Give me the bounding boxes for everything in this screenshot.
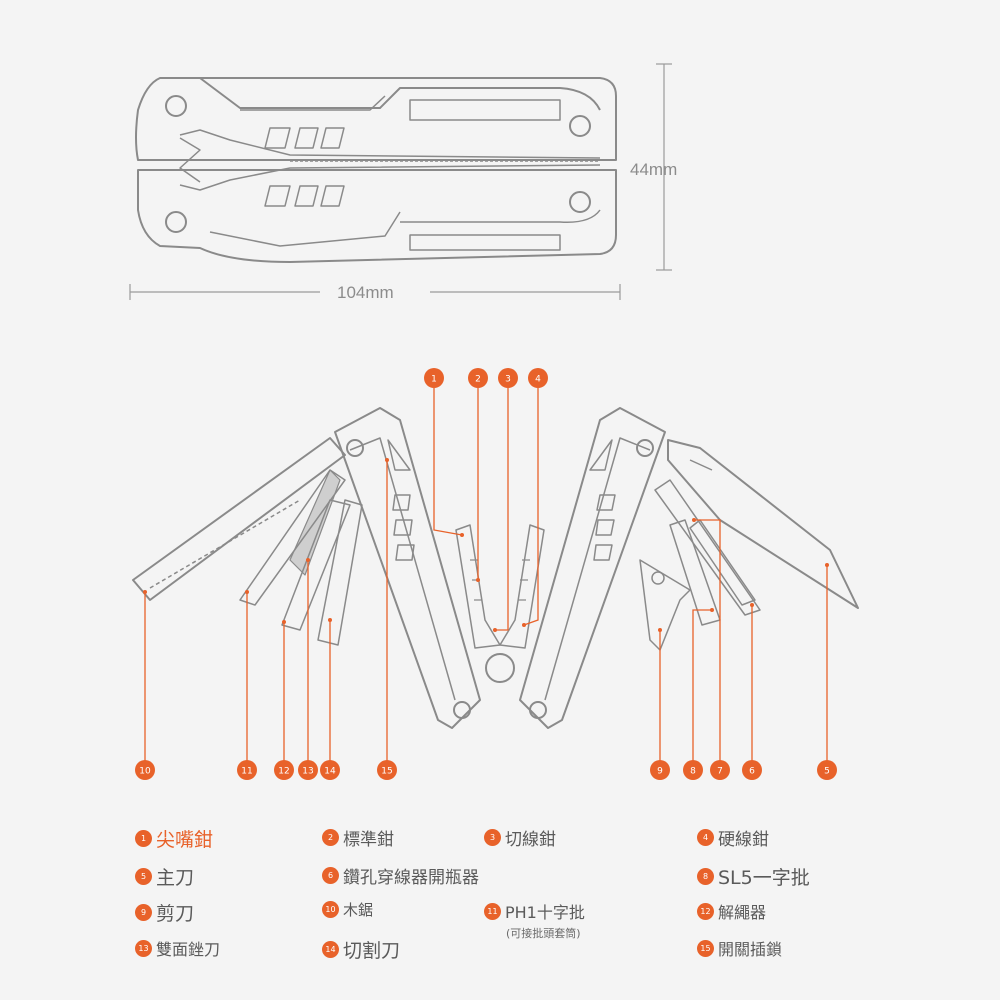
callout-badge: 6 bbox=[742, 760, 762, 780]
svg-text:13: 13 bbox=[302, 767, 313, 777]
legend-item: 6 鑽孔穿線器開瓶器 bbox=[322, 863, 479, 888]
legend-label: 主刀 bbox=[156, 867, 195, 889]
callout-badge: 4 bbox=[528, 368, 548, 388]
callout-badge: 8 bbox=[683, 760, 703, 780]
svg-text:5: 5 bbox=[824, 767, 830, 777]
legend-label: 尖嘴鉗 bbox=[156, 829, 214, 851]
legend-badge: 14 bbox=[322, 941, 339, 958]
legend-label: 標準鉗 bbox=[343, 830, 394, 850]
svg-text:11: 11 bbox=[241, 767, 252, 777]
legend-label: 雙面銼刀 bbox=[156, 940, 221, 959]
legend-item: 9 剪刀 bbox=[135, 899, 194, 926]
callout-endpoints bbox=[143, 458, 829, 632]
callout-badge: 12 bbox=[274, 760, 294, 780]
legend-label: 開關插鎖 bbox=[718, 940, 783, 959]
callout-badge: 5 bbox=[817, 760, 837, 780]
svg-text:10: 10 bbox=[139, 767, 151, 777]
width-dimension-label: 104mm bbox=[337, 283, 394, 302]
svg-text:7: 7 bbox=[717, 767, 723, 777]
legend-label: 解繩器 bbox=[718, 903, 767, 922]
legend-label: 切線鉗 bbox=[505, 830, 556, 850]
callout-badge: 3 bbox=[498, 368, 518, 388]
callout-badge: 2 bbox=[468, 368, 488, 388]
legend-item: 5 主刀 bbox=[135, 863, 194, 890]
legend-badge: 1 bbox=[135, 830, 152, 847]
legend-badge: 3 bbox=[484, 829, 501, 846]
open-tool-view bbox=[132, 407, 859, 729]
legend-label: 切割刀 bbox=[343, 940, 401, 962]
svg-text:2: 2 bbox=[475, 375, 481, 385]
svg-text:4: 4 bbox=[535, 375, 541, 385]
legend-badge: 5 bbox=[135, 868, 152, 885]
legend-item: 8 SL5一字批 bbox=[697, 863, 810, 890]
bottom-callouts: 10 11 12 13 14 15 9 8 7 6 5 bbox=[135, 760, 837, 780]
legend-badge: 8 bbox=[697, 868, 714, 885]
height-dimension-label: 44mm bbox=[630, 160, 677, 179]
legend-badge: 2 bbox=[322, 829, 339, 846]
svg-text:9: 9 bbox=[657, 767, 663, 777]
top-callouts: 1 2 3 4 bbox=[424, 368, 548, 388]
svg-text:3: 3 bbox=[505, 375, 511, 385]
legend-item: 14 切割刀 bbox=[322, 936, 400, 963]
legend-label: 剪刀 bbox=[156, 903, 195, 925]
legend-label: 硬線鉗 bbox=[718, 830, 769, 850]
legend-item: 4 硬線鉗 bbox=[697, 825, 769, 850]
legend-item: 10 木鋸 bbox=[322, 899, 373, 920]
legend-label: PH1十字批 bbox=[505, 903, 585, 922]
callout-badge: 15 bbox=[377, 760, 397, 780]
svg-text:6: 6 bbox=[749, 767, 755, 777]
legend-badge: 10 bbox=[322, 901, 339, 918]
svg-text:1: 1 bbox=[431, 375, 437, 385]
legend-label: SL5一字批 bbox=[718, 867, 810, 889]
callout-badge: 1 bbox=[424, 368, 444, 388]
legend-label: 鑽孔穿線器開瓶器 bbox=[343, 868, 479, 888]
dimension-lines bbox=[129, 63, 672, 300]
svg-text:12: 12 bbox=[278, 767, 289, 777]
callout-badge: 10 bbox=[135, 760, 155, 780]
callout-badge: 13 bbox=[298, 760, 318, 780]
legend-item: 12 解繩器 bbox=[697, 899, 766, 923]
svg-text:14: 14 bbox=[324, 767, 336, 777]
legend-item: 2 標準鉗 bbox=[322, 825, 394, 850]
legend-item: 11 PH1十字批 bbox=[484, 899, 585, 923]
legend-label: 木鋸 bbox=[343, 901, 374, 919]
callout-badge: 9 bbox=[650, 760, 670, 780]
callout-badge: 7 bbox=[710, 760, 730, 780]
legend-sublabel: (可接批頭套筒) bbox=[506, 927, 581, 940]
svg-text:8: 8 bbox=[690, 767, 696, 777]
legend-badge: 13 bbox=[135, 939, 152, 957]
legend-badge: 4 bbox=[697, 829, 714, 846]
legend-item: 3 切線鉗 bbox=[484, 825, 556, 850]
legend-item: 15 開關插鎖 bbox=[697, 936, 782, 960]
legend-badge: 9 bbox=[135, 904, 152, 921]
legend-badge: 11 bbox=[484, 902, 501, 920]
legend-item: 1 尖嘴鉗 bbox=[135, 825, 213, 852]
legend-badge: 12 bbox=[697, 902, 714, 920]
svg-text:15: 15 bbox=[381, 767, 392, 777]
callout-leader-lines bbox=[144, 388, 828, 762]
closed-tool-view bbox=[135, 77, 617, 263]
callout-badge: 14 bbox=[320, 760, 340, 780]
callout-badge: 11 bbox=[237, 760, 257, 780]
legend-badge: 6 bbox=[322, 867, 339, 884]
legend-badge: 15 bbox=[697, 939, 714, 957]
legend-item: 13 雙面銼刀 bbox=[135, 936, 220, 960]
